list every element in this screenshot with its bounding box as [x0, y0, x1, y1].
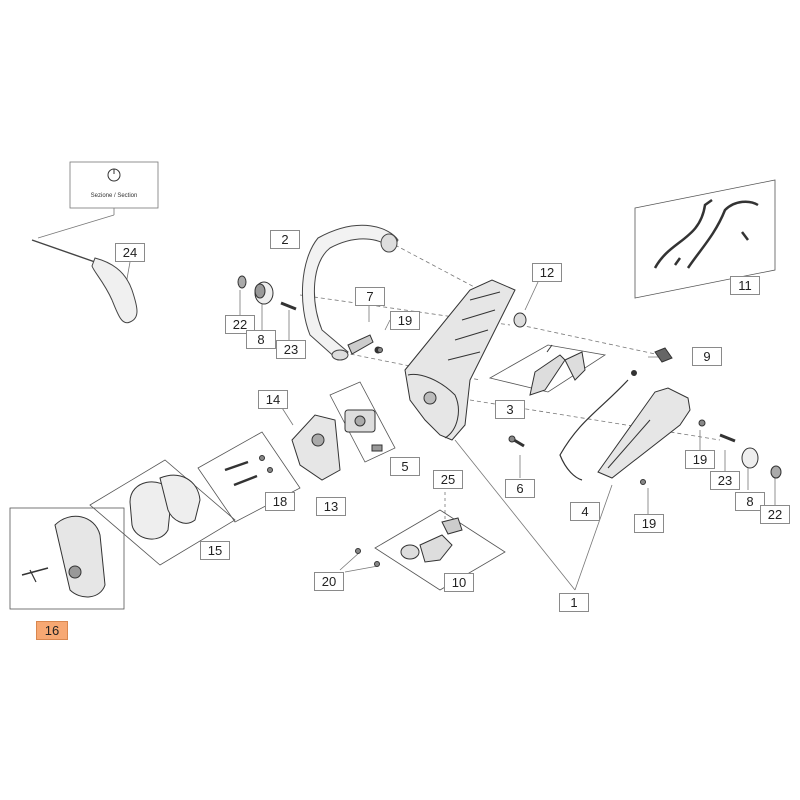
part-12 [513, 312, 527, 328]
filter-cover-part-16 [21, 515, 106, 598]
kit-outline-16 [9, 507, 125, 610]
callout-label-23-left[interactable]: 23 [276, 340, 306, 359]
callout-label-20[interactable]: 20 [314, 572, 344, 591]
callout-label-5[interactable]: 5 [390, 457, 420, 476]
intake-part-13 [291, 414, 341, 481]
kit-outline-5 [329, 381, 396, 463]
bolts-part-18 [224, 455, 273, 487]
callout-label-19-right[interactable]: 19 [685, 450, 715, 469]
callout-label-18[interactable]: 18 [265, 492, 295, 511]
trigger-parts-3 [529, 344, 586, 396]
air-filter-part-15 [129, 474, 201, 540]
callout-label-2[interactable]: 2 [270, 230, 300, 249]
front-handle-part [302, 224, 399, 361]
callout-label-19-top[interactable]: 19 [390, 311, 420, 330]
callout-label-12[interactable]: 12 [532, 263, 562, 282]
part-9 [654, 347, 673, 363]
carburetor-part [344, 409, 383, 452]
antivibration-set-right [698, 419, 782, 479]
kit-outlines [9, 179, 776, 610]
callout-label-10[interactable]: 10 [444, 573, 474, 592]
rear-handle-part [559, 370, 691, 481]
callout-label-16-highlighted[interactable]: 16 [36, 621, 68, 640]
section-caption: Sezione / Section [90, 193, 138, 199]
callout-label-22-left[interactable]: 22 [225, 315, 255, 334]
callout-label-15[interactable]: 15 [200, 541, 230, 560]
callout-label-24[interactable]: 24 [115, 243, 145, 262]
manifold-part-10 [400, 517, 463, 563]
callout-label-4[interactable]: 4 [570, 502, 600, 521]
antivibration-set-left [237, 275, 297, 311]
callout-label-3[interactable]: 3 [495, 400, 525, 419]
callout-label-8-left[interactable]: 8 [246, 330, 276, 349]
kit-outline-3 [488, 344, 607, 393]
callout-label-22-right[interactable]: 22 [760, 505, 790, 524]
callout-label-7[interactable]: 7 [355, 287, 385, 306]
chassis-part [404, 279, 516, 441]
callout-label-1[interactable]: 1 [559, 593, 589, 612]
callout-label-6[interactable]: 6 [505, 479, 535, 498]
kit-outline-10 [374, 509, 506, 591]
callout-label-23-right[interactable]: 23 [710, 471, 740, 490]
kit-outline-18 [197, 431, 301, 523]
callout-label-13[interactable]: 13 [316, 497, 346, 516]
kit-outline-15 [89, 459, 236, 566]
callout-label-8-right[interactable]: 8 [735, 492, 765, 511]
screwdriver-part [31, 239, 138, 324]
callout-label-19-bottom[interactable]: 19 [634, 514, 664, 533]
screws-part-20 [355, 548, 380, 567]
section-box [37, 161, 159, 239]
screw-part-6 [508, 435, 525, 448]
clip-part-7 [347, 334, 382, 355]
screws-19 [377, 347, 646, 485]
callout-label-9[interactable]: 9 [692, 347, 722, 366]
callout-label-14[interactable]: 14 [258, 390, 288, 409]
kit-outline-11 [634, 179, 776, 299]
callout-label-11[interactable]: 11 [730, 276, 760, 295]
hoses-part-11 [653, 198, 759, 269]
callout-label-25[interactable]: 25 [433, 470, 463, 489]
